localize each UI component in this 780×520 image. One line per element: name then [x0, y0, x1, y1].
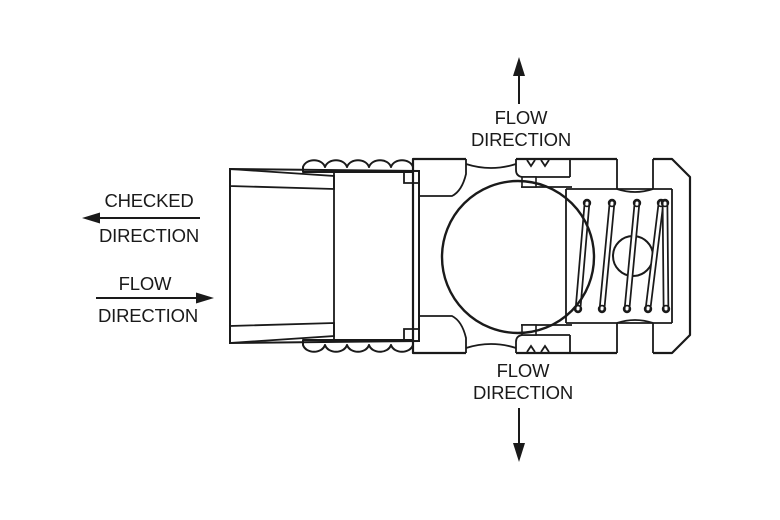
checked-direction-label-line2: DIRECTION — [99, 224, 199, 246]
valve-body — [411, 157, 692, 355]
flow-arrow-down-icon — [513, 408, 525, 462]
flow-direction-left-label-line1: FLOW — [118, 272, 172, 294]
spring-coil — [622, 198, 642, 314]
spring-port-top — [617, 150, 653, 189]
flow-direction-bottom-label-line1: FLOW — [496, 359, 550, 381]
flow-port-top — [452, 150, 521, 197]
checked-direction-label-line1: CHECKED — [104, 189, 194, 211]
inlet-tube — [229, 167, 420, 345]
check-ball — [440, 179, 596, 335]
flow-direction-bottom-label-line2: DIRECTION — [473, 381, 573, 403]
flow-direction-top-label-line1: FLOW — [494, 106, 548, 128]
thread-top — [302, 159, 414, 173]
flow-direction-top-label-line2: DIRECTION — [471, 128, 571, 150]
spring-coil — [643, 198, 666, 314]
flow-port-bottom — [452, 315, 521, 362]
body-collar — [403, 170, 420, 342]
spring-port-bottom — [617, 323, 653, 362]
thread-bottom — [302, 339, 414, 353]
flow-arrow-up-icon — [513, 57, 525, 104]
collet-ring-bottom — [229, 322, 335, 344]
collet-ring-top — [229, 168, 335, 190]
valve-cavity — [419, 150, 672, 362]
flow-direction-left-label-line2: DIRECTION — [98, 304, 198, 326]
spring-coil — [597, 198, 617, 314]
spring-coil — [660, 198, 671, 314]
checked-direction-arrow-icon — [82, 212, 200, 224]
flow-arrow-right-icon — [96, 292, 214, 304]
